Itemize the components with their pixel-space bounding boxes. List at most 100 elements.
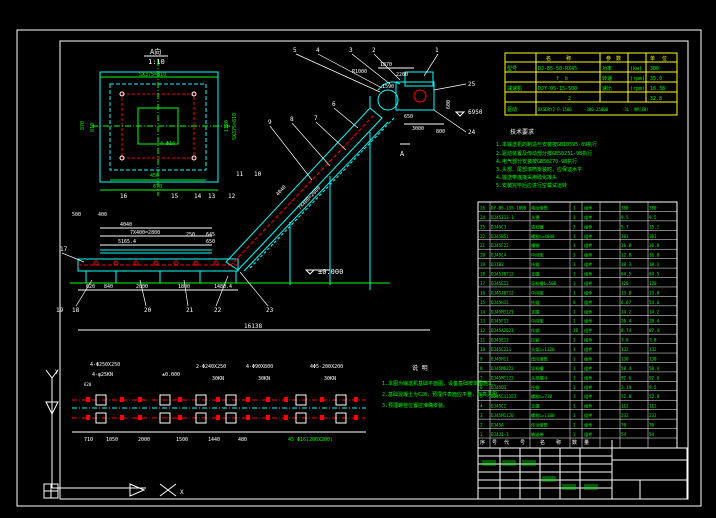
spec-cell: DJ-B5-50-RX45 [538, 66, 577, 72]
parts-cell: 380 [649, 205, 657, 210]
parts-cell: 导料槽L=500 [531, 280, 557, 287]
parts-cell: 25 [480, 224, 486, 229]
spec-cell: (rpm) [630, 76, 645, 82]
parts-cell: 112 [649, 404, 657, 409]
part-number: 17 [60, 246, 68, 253]
main-dim: 1800 [178, 284, 190, 290]
parts-cell: DJ45A2621 [491, 328, 514, 333]
parts-cell: 10 [480, 347, 486, 352]
plan-notes: 说 明 1.本图为输送机基础平面图，设备基础按本图施工。 2.基础混凝土为C20… [382, 364, 502, 409]
part-number: 4 [316, 47, 320, 54]
part-number: 9 [268, 119, 272, 126]
parts-cell: DJ45M3121 [491, 309, 514, 314]
part-number: 20 [144, 307, 152, 314]
parts-cell: DJ45C3 [491, 224, 507, 229]
parts-cell: 36.0 [649, 253, 660, 258]
parts-cell: 54 [621, 432, 627, 437]
plan-note: 4-φ25KN [92, 372, 113, 378]
plan-load: 30KN [212, 376, 224, 382]
part-number: 12 [228, 193, 236, 200]
detail-dim: 810 [90, 123, 96, 132]
parts-cell: 12.0 [621, 253, 632, 258]
parts-cell: DJ45C4 [491, 253, 507, 258]
part-number: 18 [72, 307, 80, 314]
detail-dim: 1120 [224, 120, 230, 132]
main-dim: 1590 [382, 84, 394, 90]
parts-cell: 传动滚筒 [531, 422, 548, 429]
parts-cell: 54.6 [649, 300, 660, 305]
spec-cell: 9M(ZB) [634, 107, 648, 112]
parts-cell: 132 [621, 347, 629, 352]
parts-cell: 1 [573, 262, 576, 267]
parts-footer: 数 [572, 439, 577, 446]
parts-cell: 1 [573, 356, 576, 361]
parts-cell: 92.6 [649, 375, 660, 380]
part-number: 14 [194, 193, 202, 200]
parts-cell: 电动滚筒 [531, 204, 548, 211]
parts-cell: 4 [480, 404, 483, 409]
main-dim: 7X400=2800 [130, 230, 160, 236]
parts-cell: 组件 [584, 299, 592, 306]
parts-cell: 组件 [584, 355, 592, 362]
spec-cell: 转速 [602, 75, 612, 82]
title-block [477, 440, 688, 500]
parts-cell: 58.4 [649, 366, 660, 371]
parts-cell: 6 [480, 385, 483, 390]
parts-cell: 组件 [584, 289, 592, 296]
tech-notes: 技术要求 1.本输送机的制造与安装按GB10595-89执行 2.驱动装置及传动… [496, 128, 597, 189]
parts-cell: 11 [480, 338, 486, 343]
level-mark: ±0.000 [318, 268, 343, 276]
parts-cell: 232 [649, 413, 657, 418]
part-number: 25 [468, 81, 476, 88]
parts-cell: 组件 [584, 327, 592, 334]
parts-cell: 18.3 [621, 262, 632, 267]
part-number: 1 [435, 47, 439, 54]
parts-cell: 组件 [584, 233, 592, 240]
main-dim: 250 [186, 232, 195, 238]
part-number: 3 [349, 47, 353, 54]
parts-cell: 9.5 [621, 215, 629, 220]
parts-cell: 组件 [584, 422, 592, 429]
main-dim: 5165.4 [118, 239, 136, 245]
part-number: 15 [171, 193, 179, 200]
parts-cell: 1 [573, 309, 576, 314]
spec-cell: 型号 [507, 65, 517, 72]
parts-footer: 称 [556, 439, 561, 446]
spec-header: 名 [546, 55, 551, 62]
parts-cell: 中间架 [531, 252, 544, 259]
parts-cell: DJ45B51 [491, 234, 509, 239]
parts-cell: 导料槽 [531, 365, 544, 372]
parts-cell: 16.8 [621, 243, 632, 248]
parts-cell: 螺栓L=730 [531, 393, 552, 400]
parts-cell: 1 [573, 347, 576, 352]
part-number: 23 [266, 307, 274, 314]
parts-cell: DJ45F22 [491, 243, 509, 248]
parts-cell: 1 [573, 413, 576, 418]
parts-cell: 组件 [584, 204, 592, 211]
parts-cell: 7.8 [621, 338, 629, 343]
plan-label: 4-Φ250X250 [90, 362, 120, 368]
parts-cell: 组件 [584, 346, 592, 353]
detail-dim: 670 [153, 184, 162, 190]
parts-cell: 87.4 [649, 328, 660, 333]
part-number: 21 [186, 307, 194, 314]
parts-cell: 支腿 [531, 308, 540, 315]
part-number: 13 [208, 193, 216, 200]
parts-cell: 组件 [584, 374, 592, 381]
spec-cell: 16.38 [650, 86, 665, 92]
parts-cell: 组件 [584, 223, 592, 230]
parts-footer: 量 [584, 439, 589, 446]
parts-cell: 20.4 [621, 319, 632, 324]
parts-cell: 1 [573, 319, 576, 324]
parts-cell: DJ45E12 [491, 281, 509, 286]
part-number: 10 [254, 171, 262, 178]
part-number: 8 [290, 116, 294, 123]
parts-cell: 92.6 [621, 375, 632, 380]
spec-cell: 减速机 [507, 85, 522, 92]
parts-cell: 14 [480, 309, 486, 314]
spec-table: 名 称 参 数 单 位 型号 DJ-B5-50-RX45 功率 (kw) 300… [504, 52, 678, 116]
main-dim: 840 [104, 284, 113, 290]
parts-footer: 号 [492, 440, 497, 446]
